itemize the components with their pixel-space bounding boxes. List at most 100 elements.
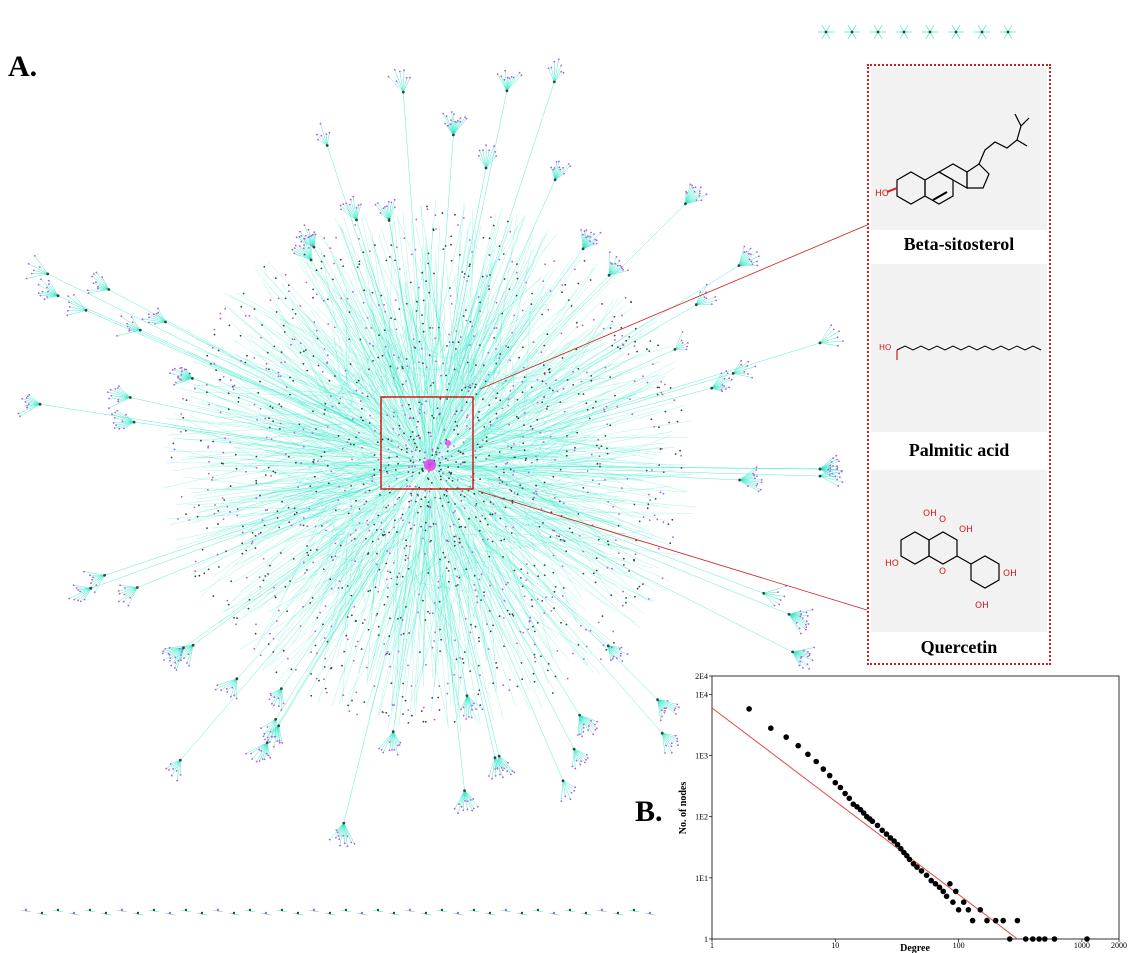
network-node xyxy=(191,377,194,380)
network-node xyxy=(385,712,388,714)
network-node xyxy=(662,492,665,495)
network-edge xyxy=(533,486,670,501)
network-edge xyxy=(384,206,390,221)
network-node xyxy=(671,518,674,521)
network-node xyxy=(662,521,665,524)
network-edge xyxy=(497,477,628,576)
network-node xyxy=(427,252,430,255)
network-node xyxy=(731,372,735,375)
network-node xyxy=(480,599,482,601)
network-node xyxy=(633,503,636,506)
network-node xyxy=(450,455,453,458)
network-node xyxy=(334,542,337,545)
network-node xyxy=(398,427,401,430)
network-node xyxy=(658,426,660,429)
network-node xyxy=(829,464,832,467)
network-node xyxy=(414,485,417,488)
network-node xyxy=(393,354,395,357)
network-node xyxy=(101,276,104,279)
network-node xyxy=(496,417,498,420)
network-edge xyxy=(193,457,393,497)
network-node xyxy=(466,800,469,803)
network-edge xyxy=(298,501,367,617)
network-node xyxy=(525,579,528,581)
network-node xyxy=(483,426,486,428)
network-edge xyxy=(434,294,495,460)
network-edge xyxy=(391,530,399,712)
network-edge xyxy=(197,408,401,454)
network-edge xyxy=(286,287,385,426)
network-edge xyxy=(392,731,398,746)
network-node xyxy=(457,119,459,122)
network-node xyxy=(522,442,525,444)
network-node xyxy=(86,289,89,292)
network-node xyxy=(407,471,410,473)
network-node xyxy=(478,640,480,643)
network-node xyxy=(954,30,958,34)
network-node xyxy=(485,440,488,443)
network-node xyxy=(462,809,465,812)
molecule-name-quercetin: Quercetin xyxy=(920,637,998,657)
network-node xyxy=(596,444,598,447)
network-node xyxy=(496,73,499,76)
network-node xyxy=(747,485,749,488)
network-node xyxy=(580,624,582,627)
network-node xyxy=(170,664,173,667)
network-node xyxy=(569,798,572,801)
network-node xyxy=(114,388,117,390)
network-edge xyxy=(738,261,758,266)
network-edge xyxy=(430,432,490,465)
network-node xyxy=(673,348,677,351)
network-edge xyxy=(464,790,479,807)
network-edge xyxy=(685,190,701,204)
network-node xyxy=(265,752,268,755)
network-node xyxy=(313,231,316,234)
network-node xyxy=(448,471,451,474)
network-node xyxy=(599,462,601,465)
network-edge xyxy=(343,204,357,221)
network-edge xyxy=(322,556,382,584)
network-edge xyxy=(69,306,87,311)
network-node xyxy=(348,438,350,441)
network-node xyxy=(349,198,352,201)
network-node xyxy=(274,717,278,721)
network-node xyxy=(569,165,572,168)
network-edge xyxy=(494,757,504,778)
network-node xyxy=(79,590,81,593)
network-node xyxy=(594,400,597,403)
network-node xyxy=(259,494,261,497)
network-node xyxy=(211,476,214,479)
network-edge xyxy=(168,760,181,771)
network-node xyxy=(360,648,363,650)
network-node xyxy=(612,505,615,508)
network-node xyxy=(347,704,349,707)
network-edge xyxy=(377,202,390,221)
network-node xyxy=(614,394,616,397)
svg-text:HO: HO xyxy=(879,343,891,352)
network-node xyxy=(323,678,325,680)
network-node xyxy=(73,598,76,601)
network-edge xyxy=(446,478,567,681)
network-node xyxy=(660,391,663,394)
network-node xyxy=(511,331,513,334)
network-node xyxy=(488,288,491,291)
network-node xyxy=(376,563,378,566)
network-node xyxy=(421,271,424,274)
network-node xyxy=(541,380,544,383)
network-node xyxy=(422,362,424,365)
network-node xyxy=(484,166,488,170)
network-node xyxy=(431,414,433,417)
network-node xyxy=(538,525,541,528)
network-edge xyxy=(674,340,682,350)
network-edge xyxy=(711,373,728,389)
network-node xyxy=(188,665,190,667)
network-node xyxy=(658,464,661,466)
network-node xyxy=(263,732,266,735)
network-node xyxy=(306,545,308,547)
network-node xyxy=(386,652,388,655)
network-node xyxy=(316,652,318,655)
network-node xyxy=(476,595,478,598)
network-node xyxy=(366,666,368,669)
network-node xyxy=(556,390,559,393)
network-node xyxy=(281,500,283,503)
